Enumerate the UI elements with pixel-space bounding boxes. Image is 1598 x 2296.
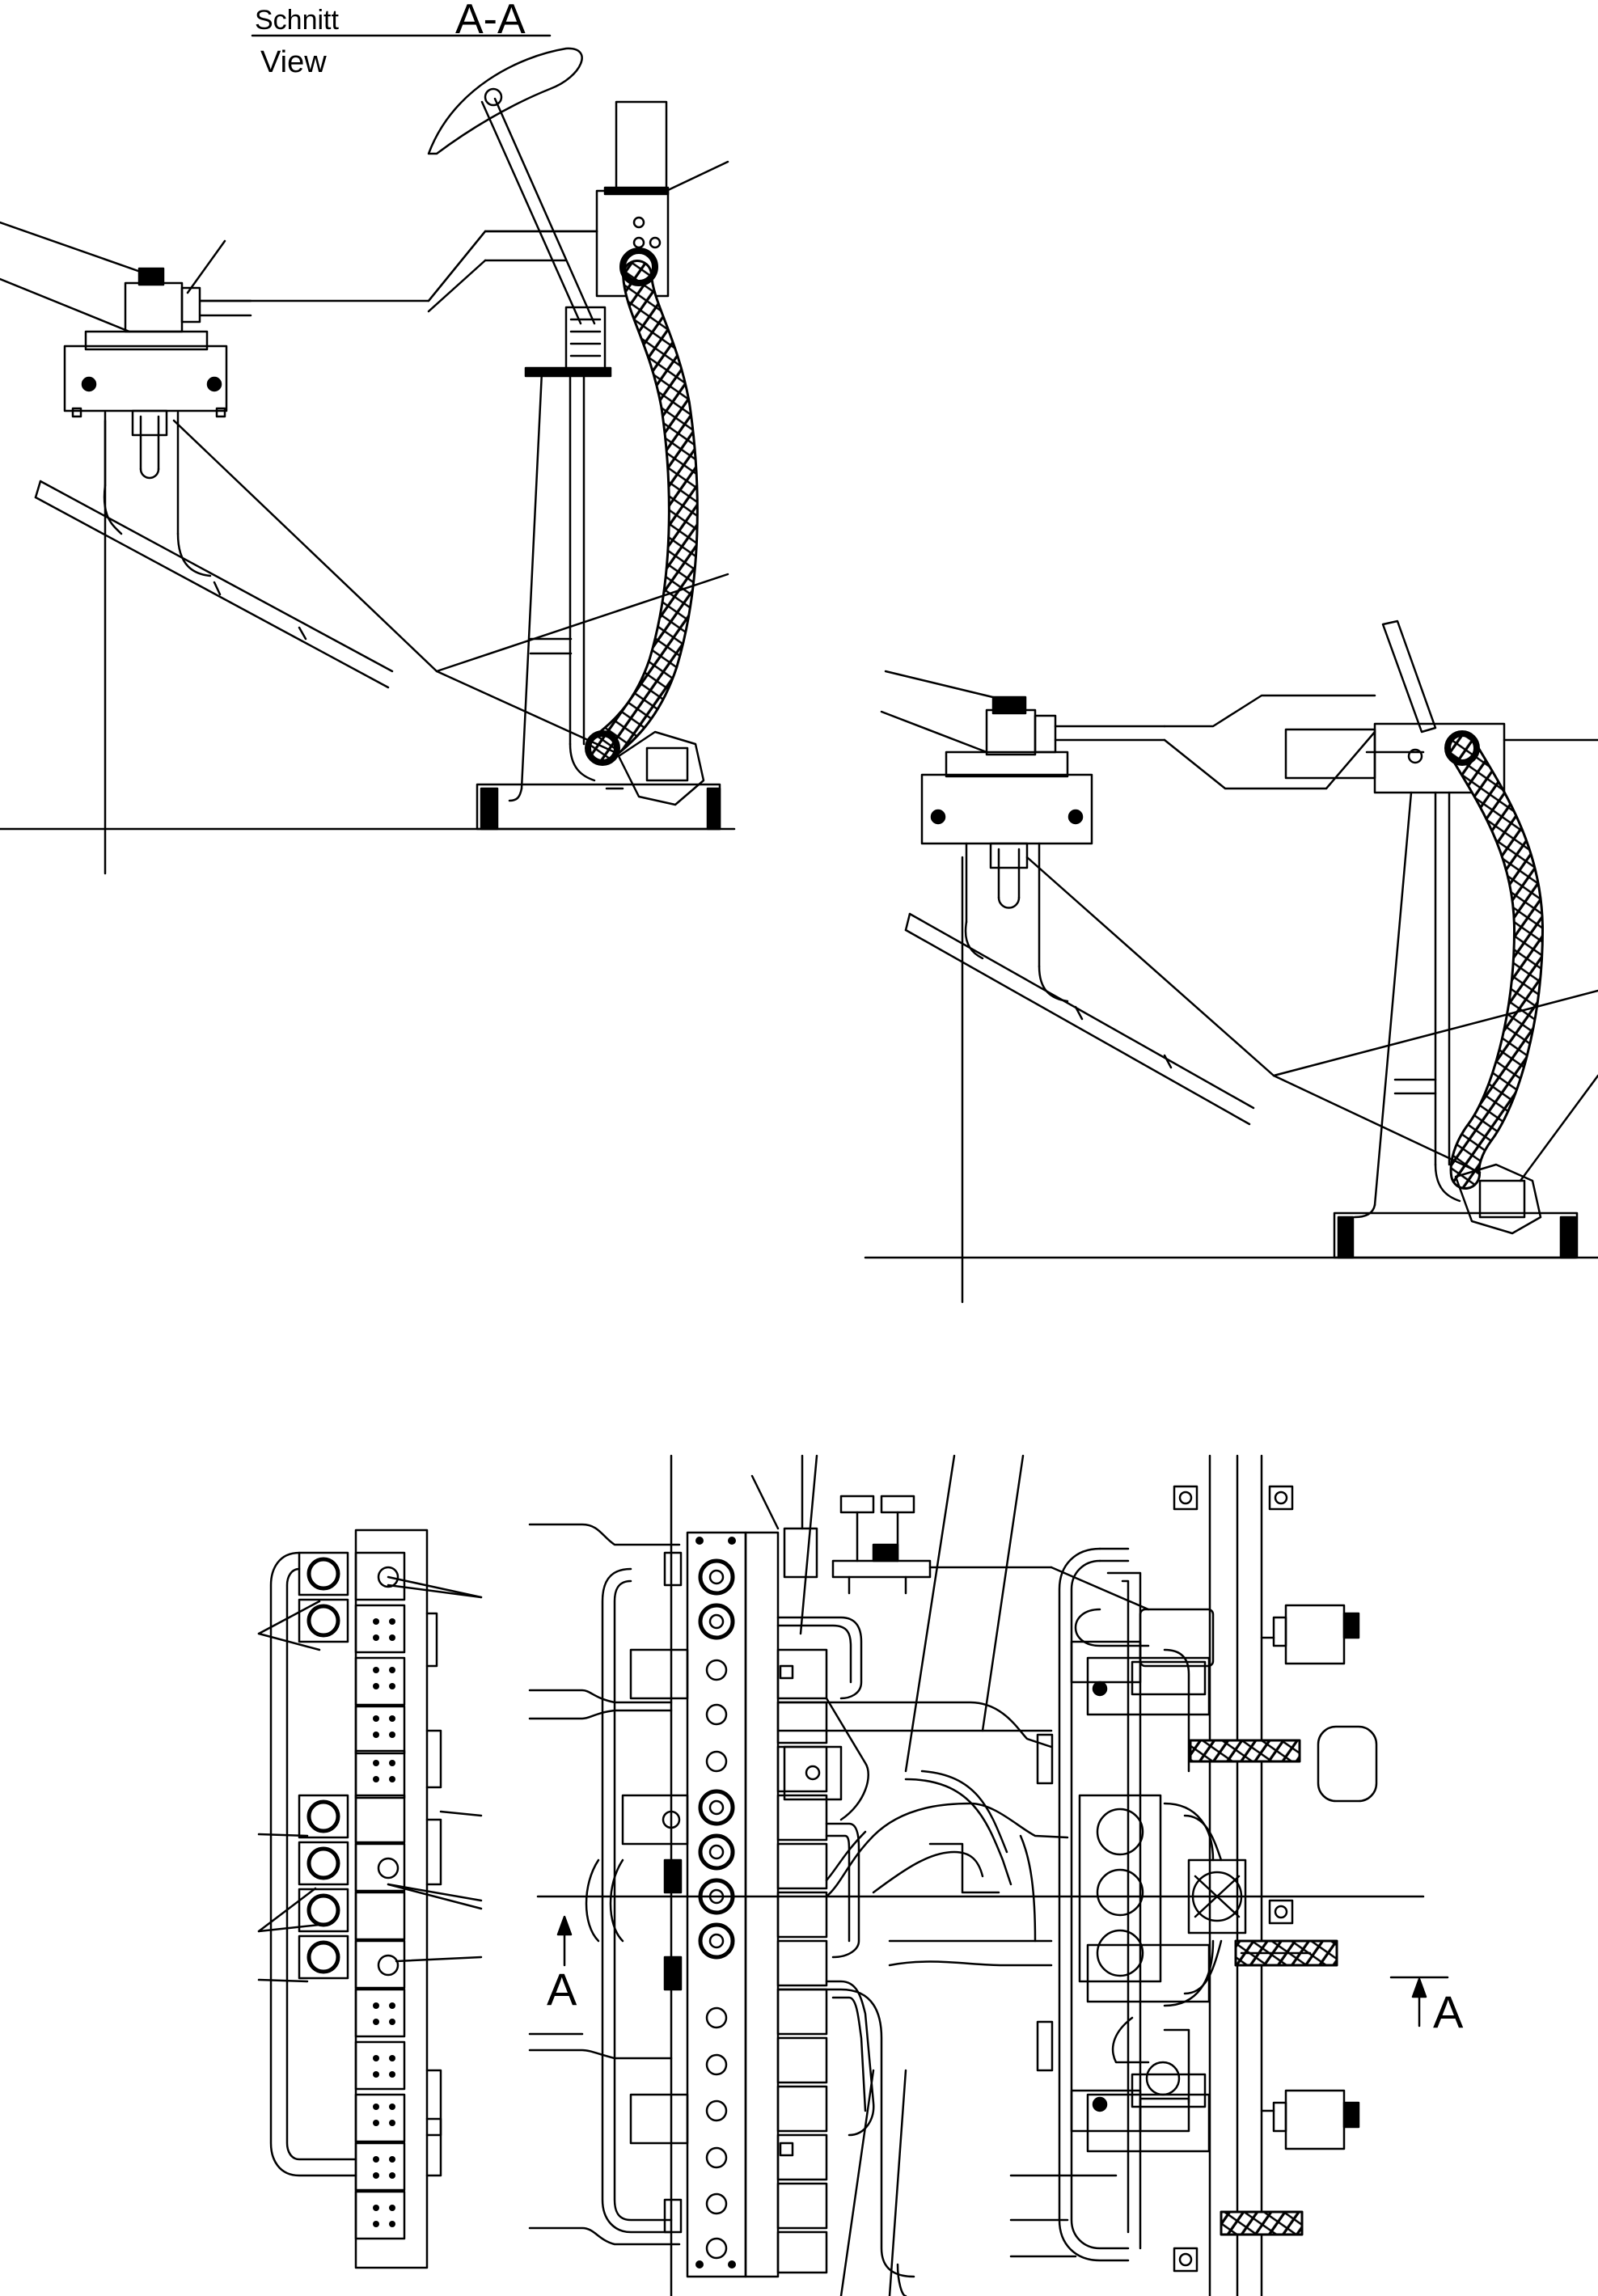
section-marker-right: A [1433,1986,1464,2037]
section-marker-left: A [547,1964,577,2015]
top-view-assembly [528,1454,1425,2296]
section-arrow-left [556,1915,573,1967]
section-heading-view: View [260,45,327,79]
section-heading-schnitt: Schnitt [255,5,339,36]
section-view-upper [0,47,736,875]
top-view-valve-strip [257,1529,483,2269]
top-view-right-valves [1009,1485,1378,2273]
section-arrow-right [1389,1976,1449,2027]
section-heading-marker: A-A [455,0,526,43]
section-view-lower [864,619,1598,1304]
